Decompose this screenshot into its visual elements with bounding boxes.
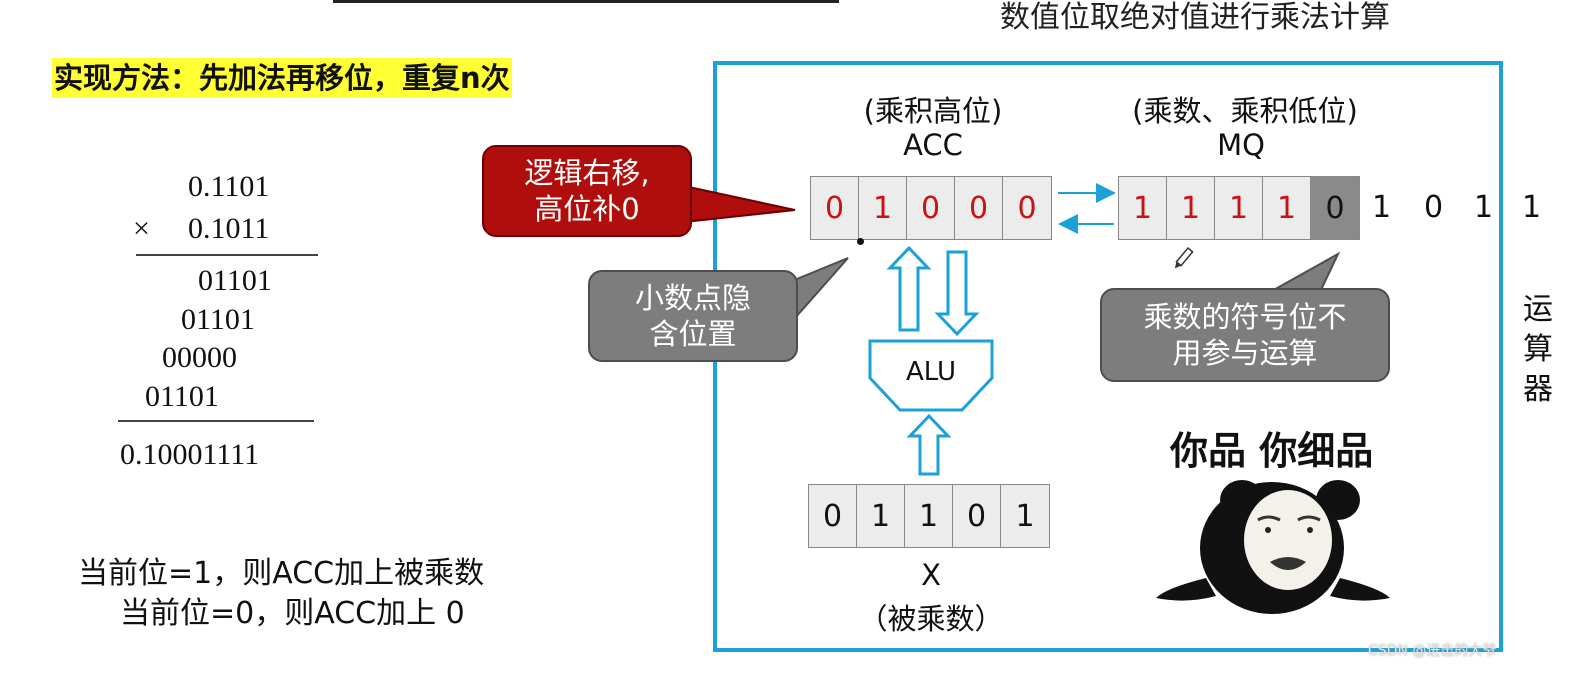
calc-rule-2 [118,420,314,422]
decimal-point-dot [857,238,864,245]
rule-bit-zero: 当前位=0，则ACC加上 0 [120,596,465,631]
times-sign: × [133,212,150,245]
side-label-char: 运 [1523,292,1553,327]
rule-bit-one: 当前位=1，则ACC加上被乘数 [78,556,485,591]
mq-bit: 1 [1215,177,1263,239]
panda-meme-image [1156,480,1390,614]
alu-shape [868,339,994,412]
alu-label: ALU [905,357,956,387]
mq-caption: (乘数、乘积低位) [1132,94,1358,128]
mq-bit: 1 [1263,177,1311,239]
point-callout-line: 小数点隐 [634,281,751,315]
acc-name: ACC [903,128,963,162]
partial-product-4: 01101 [145,380,219,413]
side-label: 运 算 器 [1518,290,1558,410]
x-bit: 1 [905,485,953,547]
x-name: X [921,558,941,592]
slide-heading: 数值位取绝对值进行乘法计算 [1000,0,1390,35]
acc-bit: 0 [1003,177,1051,239]
mq-name: MQ [1217,128,1265,162]
x-bit: 1 [857,485,905,547]
multiplier: 0.1011 [188,212,270,245]
sign-callout-line: 用参与运算 [1172,336,1318,370]
sign-callout-pointer [1266,251,1341,293]
mq-register: 1 1 1 1 0 [1118,176,1360,240]
point-callout-line: 含位置 [649,317,737,351]
trailing-bit: 1 [1372,190,1392,225]
x-bit: 0 [809,485,857,547]
trailing-bit: 0 [1424,190,1444,225]
product-result: 0.10001111 [120,438,260,471]
partial-product-2: 01101 [181,303,255,336]
x-bit: 0 [953,485,1001,547]
acc-caption: (乘积高位) [863,94,1003,128]
acc-bit: 1 [859,177,907,239]
watermark: CSDN @进击的大爷 [1368,643,1497,659]
top-divider [333,0,839,3]
x-to-alu-arrow [906,413,952,476]
x-caption: （被乘数） [858,602,1004,636]
alu-to-acc-arrow [886,245,932,332]
x-bit: 1 [1001,485,1049,547]
side-label-char: 算 [1523,332,1553,367]
partial-product-3: 00000 [162,341,237,374]
x-register: 0 1 1 0 1 [808,484,1050,548]
side-label-char: 器 [1523,372,1553,407]
acc-bit: 0 [955,177,1003,239]
trailing-bit: 1 [1474,190,1494,225]
partial-product-1: 01101 [198,264,272,297]
acc-register: 0 1 0 0 0 [810,176,1052,240]
acc-bit: 0 [907,177,955,239]
mq-sign-bit: 0 [1311,177,1359,239]
mq-bit: 1 [1119,177,1167,239]
shift-callout-line: 逻辑右移, [524,156,650,190]
shift-callout-line: 高位补0 [534,192,640,226]
calc-rule-1 [136,254,318,256]
acc-to-alu-arrow [934,250,980,337]
pencil-icon [1174,246,1194,269]
trailing-bit: 1 [1522,190,1542,225]
multiplicand: 0.1101 [188,170,270,203]
acc-bit: 0 [811,177,859,239]
sign-callout-line: 乘数的符号位不 [1143,300,1347,334]
method-text: 实现方法：先加法再移位，重复n次 [52,58,512,98]
mq-bit: 1 [1167,177,1215,239]
meme-caption: 你品 你细品 [1170,429,1374,473]
shift-callout-pointer [683,184,796,224]
